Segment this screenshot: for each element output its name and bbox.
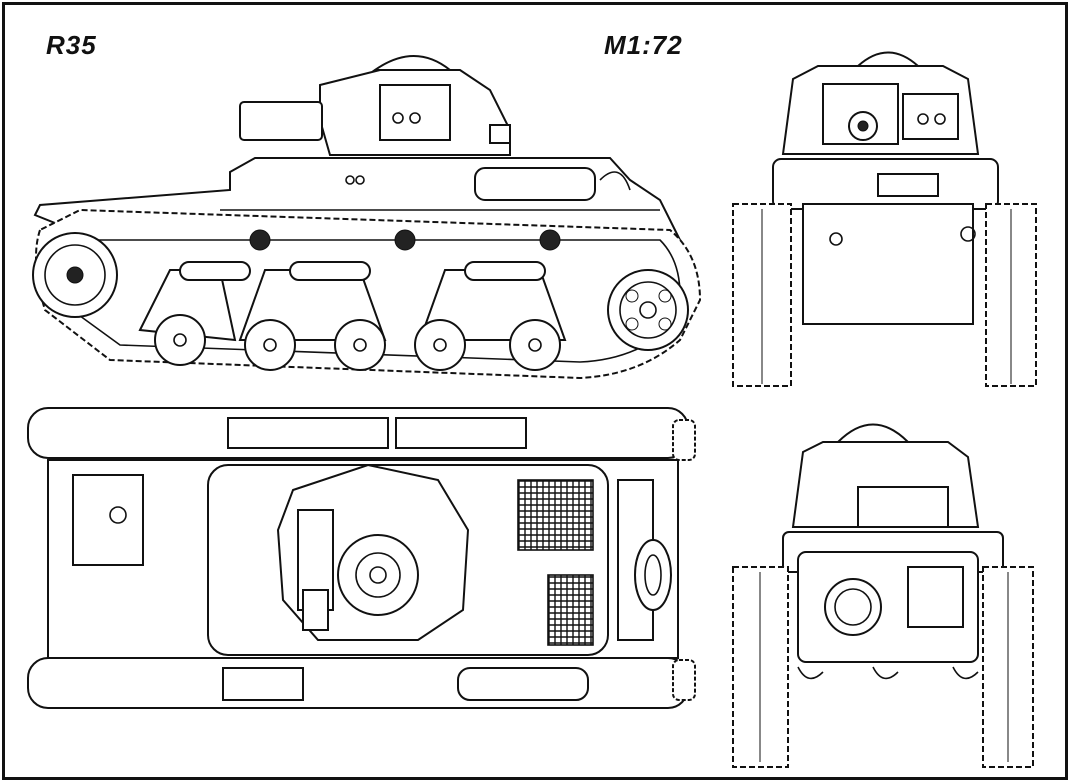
- model-name-label: R35: [46, 30, 97, 60]
- idler-wheel-top: [634, 539, 672, 611]
- tracks-front: [732, 203, 1037, 387]
- turret-rear: [791, 423, 980, 528]
- side-view-drawing: [32, 55, 702, 380]
- hull-front: [772, 158, 999, 325]
- road-wheels: [154, 314, 561, 371]
- rear-towing-hooks: [797, 666, 979, 680]
- engine-grilles: [517, 479, 594, 646]
- top-view-drawing: [27, 407, 696, 709]
- front-view-drawing: [732, 51, 1037, 387]
- hull-rear: [782, 531, 1004, 663]
- scale-label: M1:72: [604, 30, 683, 60]
- idler-wheel: [607, 269, 689, 351]
- turret-front: [781, 51, 980, 155]
- drive-sprocket: [32, 232, 118, 318]
- tracks-rear: [732, 566, 1034, 768]
- turret-top: [276, 463, 470, 641]
- rear-sprocket-top: [672, 419, 696, 701]
- turret-side: [239, 55, 511, 156]
- track-guards-top: [27, 407, 689, 709]
- rear-view-drawing: [732, 423, 1034, 768]
- return-rollers: [249, 229, 561, 251]
